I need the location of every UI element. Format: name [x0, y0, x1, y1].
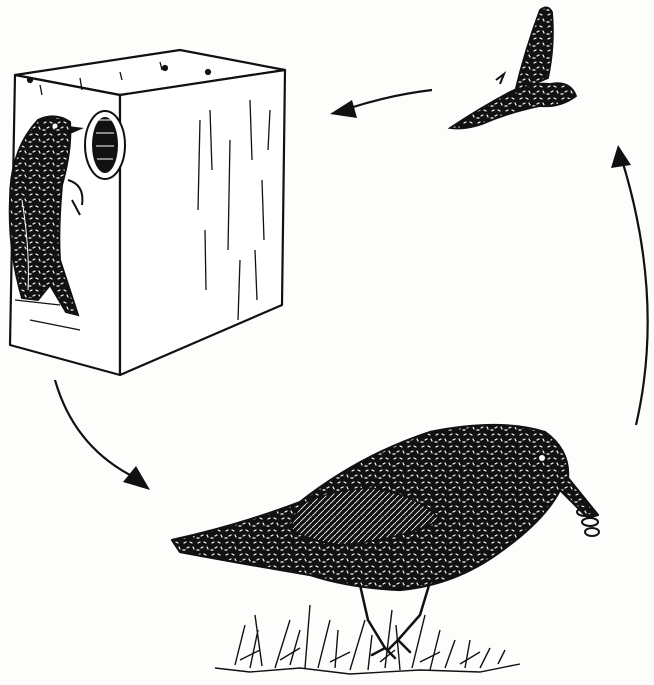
entrance-hole — [85, 111, 125, 179]
starling-feeding-on-ground-icon — [172, 425, 599, 674]
curved-arrow-down-icon — [55, 380, 150, 490]
flying-starling-wing — [515, 7, 553, 92]
curved-arrow-up-icon — [611, 145, 648, 425]
starling-eye — [539, 455, 546, 462]
birdhouse-with-starling-icon — [10, 50, 285, 375]
flying-starling-icon — [450, 7, 576, 128]
arrow-left-icon — [330, 90, 432, 118]
flying-starling-body — [450, 83, 576, 128]
